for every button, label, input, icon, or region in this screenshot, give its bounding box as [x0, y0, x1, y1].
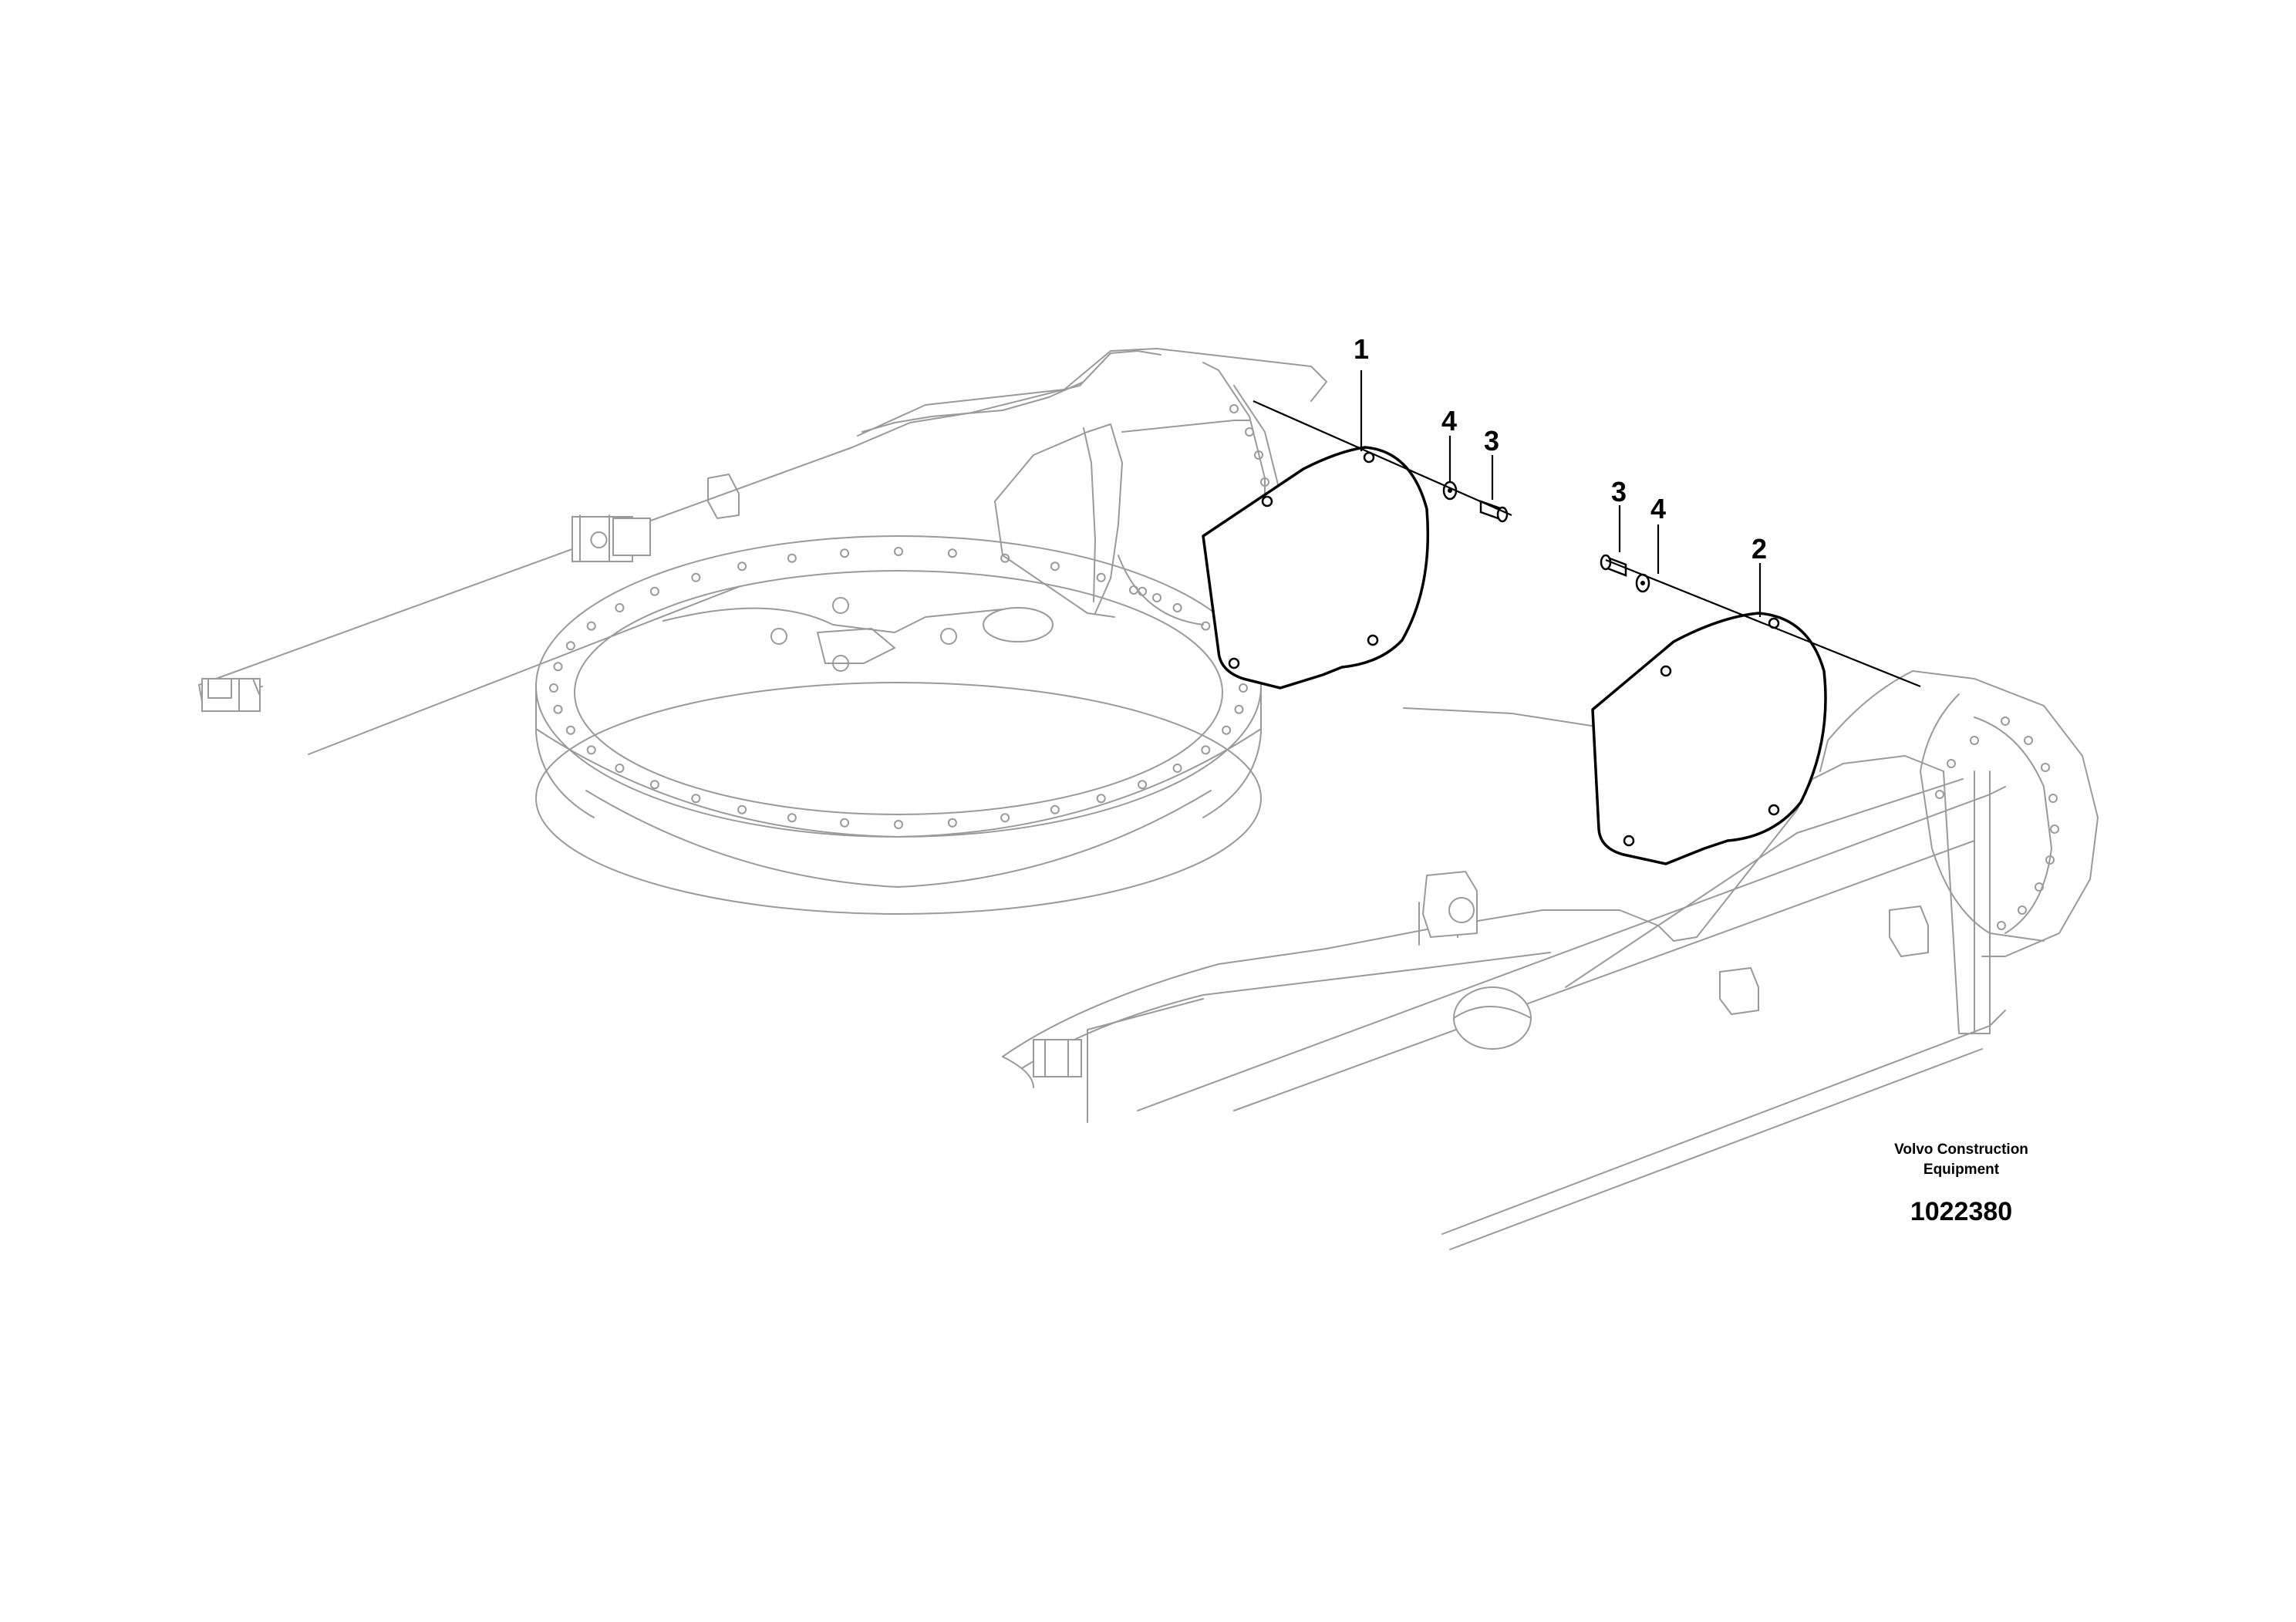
bolt-hole — [1000, 813, 1010, 823]
bolt-hole — [947, 818, 957, 828]
bolt-hole — [1201, 745, 1211, 755]
bolt-hole — [691, 572, 701, 582]
callout-3-left: 3 — [1484, 425, 1499, 457]
bolt-hole — [553, 704, 563, 714]
bolt-right — [1600, 554, 1627, 577]
bolt-hole — [840, 548, 850, 558]
bolt-hole — [1234, 704, 1244, 714]
bolt-hole — [615, 764, 625, 773]
bolt-hole — [947, 548, 957, 558]
bolt-left — [1479, 500, 1509, 523]
callout-leaders — [1360, 370, 1762, 617]
callout-3-right: 3 — [1611, 476, 1627, 508]
bolt-hole — [787, 813, 797, 823]
bolt-hole — [1096, 572, 1106, 582]
bolt-hole — [615, 603, 625, 612]
bolt-hole — [737, 804, 747, 814]
bolt-hole — [1096, 794, 1106, 804]
bolt-hole — [586, 621, 596, 631]
bolt-hole — [565, 725, 575, 735]
cover-plate-left — [1202, 446, 1430, 690]
bolt-hole — [1239, 683, 1248, 693]
bolt-hole — [1222, 725, 1232, 735]
manufacturer-line-1: Volvo Construction — [1894, 1141, 2028, 1158]
assembly-lines — [1253, 400, 1921, 688]
slew-ring — [535, 535, 1262, 915]
bolt-hole — [1138, 780, 1148, 790]
bolt-hole — [1050, 561, 1060, 572]
document-number: 1022380 — [1910, 1197, 2012, 1226]
manufacturer-line-2: Equipment — [1923, 1162, 2000, 1178]
bolt-hole — [553, 662, 563, 672]
bolt-hole — [1172, 764, 1182, 773]
bolt-hole — [1172, 603, 1182, 612]
right-drive-bolt-holes — [1935, 717, 2059, 930]
bolt-hole — [586, 745, 596, 755]
bolt-hole — [549, 683, 558, 693]
undercarriage-frame — [198, 348, 2099, 1250]
bolt-hole — [1201, 621, 1211, 631]
callout-4-right: 4 — [1650, 493, 1666, 524]
bolt-hole — [691, 794, 701, 804]
callout-2: 2 — [1752, 533, 1767, 565]
bolt-hole — [894, 820, 903, 829]
bolt-hole — [894, 547, 903, 556]
bolt-hole — [565, 641, 575, 651]
bolt-hole — [1000, 553, 1010, 563]
callout-4-left: 4 — [1441, 405, 1457, 437]
cover-plate-right — [1591, 612, 1827, 865]
callout-labels: 1 4 3 3 4 2 — [1354, 333, 1767, 565]
bolt-hole — [649, 586, 659, 596]
bolt-hole — [1050, 804, 1060, 814]
bolt-hole — [1138, 586, 1148, 596]
bolt-hole — [649, 780, 659, 790]
bolt-hole — [840, 818, 850, 828]
bolt-hole — [787, 553, 797, 563]
callout-1: 1 — [1354, 333, 1369, 365]
bolt-hole — [737, 561, 747, 572]
title-block: Volvo Construction Equipment 1022380 — [1894, 1141, 2028, 1226]
slew-ring-bolt-holes — [549, 547, 1248, 829]
